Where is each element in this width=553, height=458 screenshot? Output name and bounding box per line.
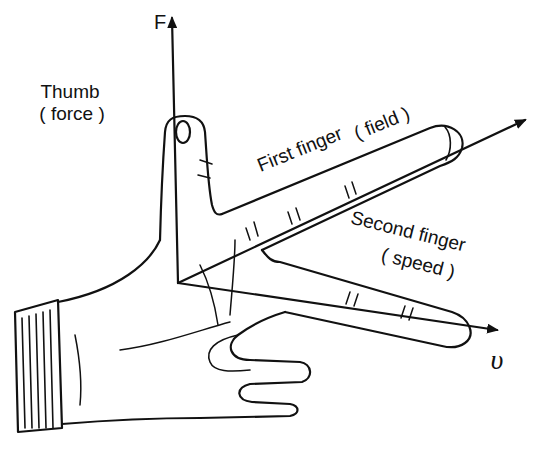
- speed-axis: [178, 283, 497, 330]
- velocity-symbol: υ: [491, 345, 504, 376]
- field-axis: [178, 120, 525, 283]
- force-symbol: F: [154, 11, 166, 33]
- cuff: [15, 300, 62, 432]
- second-finger-label: Second finger: [349, 208, 468, 257]
- force-label: ( force ): [39, 104, 104, 125]
- thumb-label: Thumb: [40, 82, 99, 103]
- force-axis: [172, 18, 178, 283]
